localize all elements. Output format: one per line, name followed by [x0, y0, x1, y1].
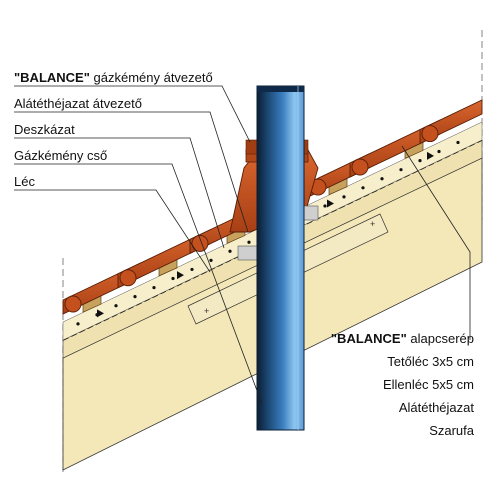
label-underlayment: Alátéthéjazat — [398, 400, 474, 415]
tile-nose — [64, 295, 82, 313]
marker-dot — [342, 195, 346, 199]
label-gas-chimney-pipe: Gázkémény cső — [14, 148, 108, 163]
tile-nose — [119, 269, 137, 287]
roof-tiles — [62, 99, 483, 315]
marker-dot — [209, 258, 213, 262]
marker-dot — [133, 295, 137, 299]
label-rafter: Szarufa — [429, 423, 474, 438]
flow-arrow — [427, 151, 434, 160]
marker-dot — [361, 186, 365, 190]
marker-dot — [76, 322, 80, 326]
marker-dot — [418, 158, 422, 163]
flow-arrow — [97, 309, 104, 318]
label-underlayment-passthrough: Alátéthéjazat átvezető — [14, 96, 142, 111]
label-brand: "BALANCE" — [14, 70, 90, 85]
marker-dot — [380, 177, 384, 181]
batten-markers — [76, 140, 460, 326]
marker-dot — [190, 267, 194, 272]
label-counter-batten: Ellenléc 5x5 cm — [382, 377, 474, 392]
flow-arrow — [327, 199, 334, 208]
gas-chimney-pipe — [256, 85, 305, 431]
label-base-tile: "BALANCE" alapcserép — [330, 331, 474, 346]
marker-dot — [228, 249, 232, 253]
marker-dot — [456, 140, 460, 145]
marker-dot — [399, 168, 403, 172]
tile-nose — [421, 125, 439, 143]
label-tile-batten: Tetőléc 3x5 cm — [387, 354, 474, 369]
label-gas-chimney-flashing: "BALANCE" gázkémény átvezető — [14, 70, 213, 85]
tile-battens — [82, 139, 424, 313]
svg-text:+: + — [370, 219, 375, 229]
marker-dot — [152, 285, 156, 290]
tile-nose — [191, 234, 209, 252]
marker-dot — [247, 240, 251, 244]
label-brand: "BALANCE" — [330, 331, 407, 346]
leader-lines — [14, 85, 471, 405]
tile-nose — [351, 158, 369, 176]
marker-dot — [323, 204, 327, 208]
marker-dot — [437, 149, 441, 154]
label-decking: Deszkázat — [14, 122, 75, 137]
marker-dot — [114, 304, 118, 308]
svg-text:+: + — [204, 306, 209, 316]
label-batten: Léc — [14, 174, 35, 189]
flow-arrow — [177, 271, 184, 280]
marker-dot — [171, 276, 175, 281]
